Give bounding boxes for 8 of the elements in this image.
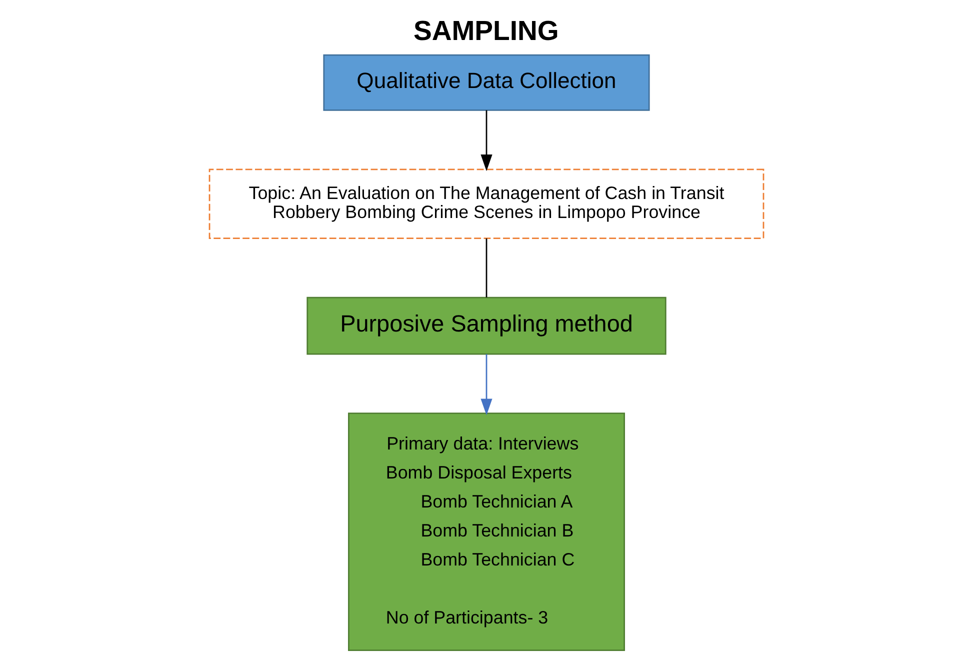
arrow — [480, 110, 492, 172]
diagram-title: SAMPLING — [413, 14, 559, 46]
node-box: Primary data: Interviews Bomb Disposal Experts Bomb Technician A Bomb Technician B Bomb Technician C No of Participants- 3 — [348, 412, 625, 652]
node-box: Topic: An Evaluation on The Management of Cash in Transit Robbery Bombing Crime Scenes in Limpopo Province — [208, 168, 764, 239]
node-box: Purposive Sampling method — [306, 296, 666, 355]
node-box: Qualitative Data Collection — [323, 54, 650, 111]
connector — [486, 238, 488, 298]
arrow — [480, 354, 492, 416]
